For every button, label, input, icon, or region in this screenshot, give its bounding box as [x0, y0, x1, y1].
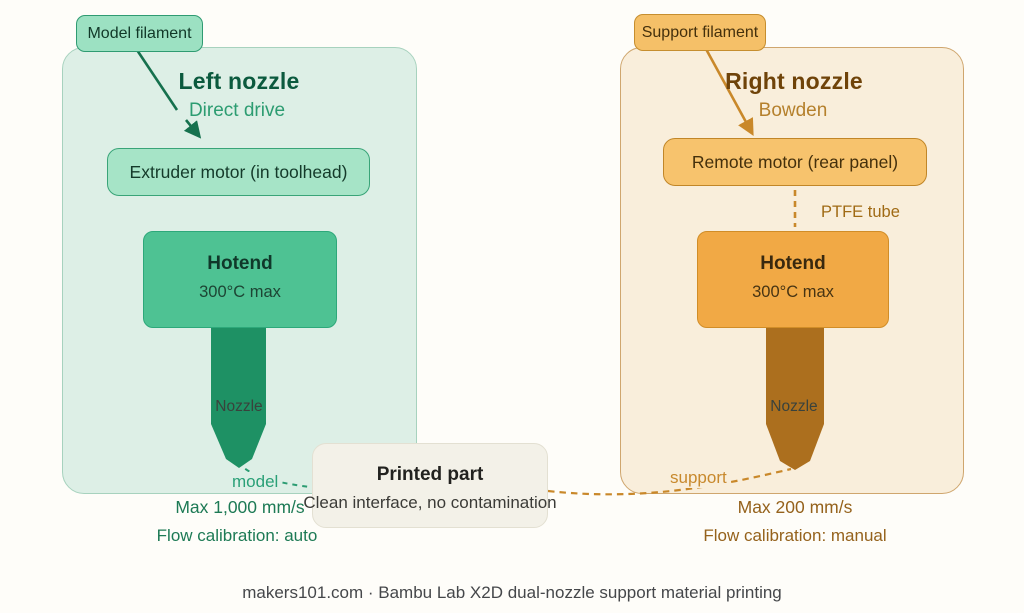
left-nozzle-label: Nozzle: [215, 398, 263, 415]
printed-part-subtitle: Clean interface, no contamination: [303, 493, 557, 512]
support-filament-tag-label: Support filament: [641, 23, 759, 41]
left-drive-type: Direct drive: [188, 100, 286, 121]
left-nozzle-title: Left nozzle: [178, 68, 300, 94]
right-hotend-title: Hotend: [760, 253, 826, 274]
printed-part-box: Printed part Clean interface, no contami…: [303, 443, 557, 528]
left-max-speed: Max 1,000 mm/s: [175, 497, 305, 517]
model-filament-tag-label: Model filament: [87, 24, 192, 42]
extruder-motor-box: Extruder motor (in toolhead): [107, 148, 370, 196]
support-filament-tag: Support filament: [634, 14, 766, 51]
remote-motor-box: Remote motor (rear panel): [663, 138, 927, 186]
extruder-motor-label: Extruder motor (in toolhead): [129, 161, 348, 182]
right-hotend-temp: 300°C max: [752, 283, 834, 301]
footer-caption: makers101.com · Bambu Lab X2D dual-nozzl…: [242, 583, 782, 602]
right-drive-type: Bowden: [758, 100, 828, 121]
left-flow-calibration: Flow calibration: auto: [156, 526, 318, 545]
right-nozzle-title: Right nozzle: [725, 68, 863, 94]
printed-part-title: Printed part: [376, 464, 484, 485]
left-hotend-title: Hotend: [207, 253, 273, 274]
remote-motor-label: Remote motor (rear panel): [691, 151, 899, 172]
model-filament-tag: Model filament: [76, 15, 203, 52]
model-material-label: model: [228, 472, 283, 492]
left-hotend-box: Hotend 300°C max: [143, 231, 337, 328]
right-nozzle-label: Nozzle: [770, 398, 818, 415]
ptfe-tube-label: PTFE tube: [821, 203, 900, 221]
right-max-speed: Max 200 mm/s: [737, 497, 853, 517]
right-hotend-box: Hotend 300°C max: [697, 231, 889, 328]
support-material-label: support: [666, 468, 731, 488]
left-hotend-temp: 300°C max: [199, 283, 281, 301]
right-flow-calibration: Flow calibration: manual: [703, 526, 887, 545]
